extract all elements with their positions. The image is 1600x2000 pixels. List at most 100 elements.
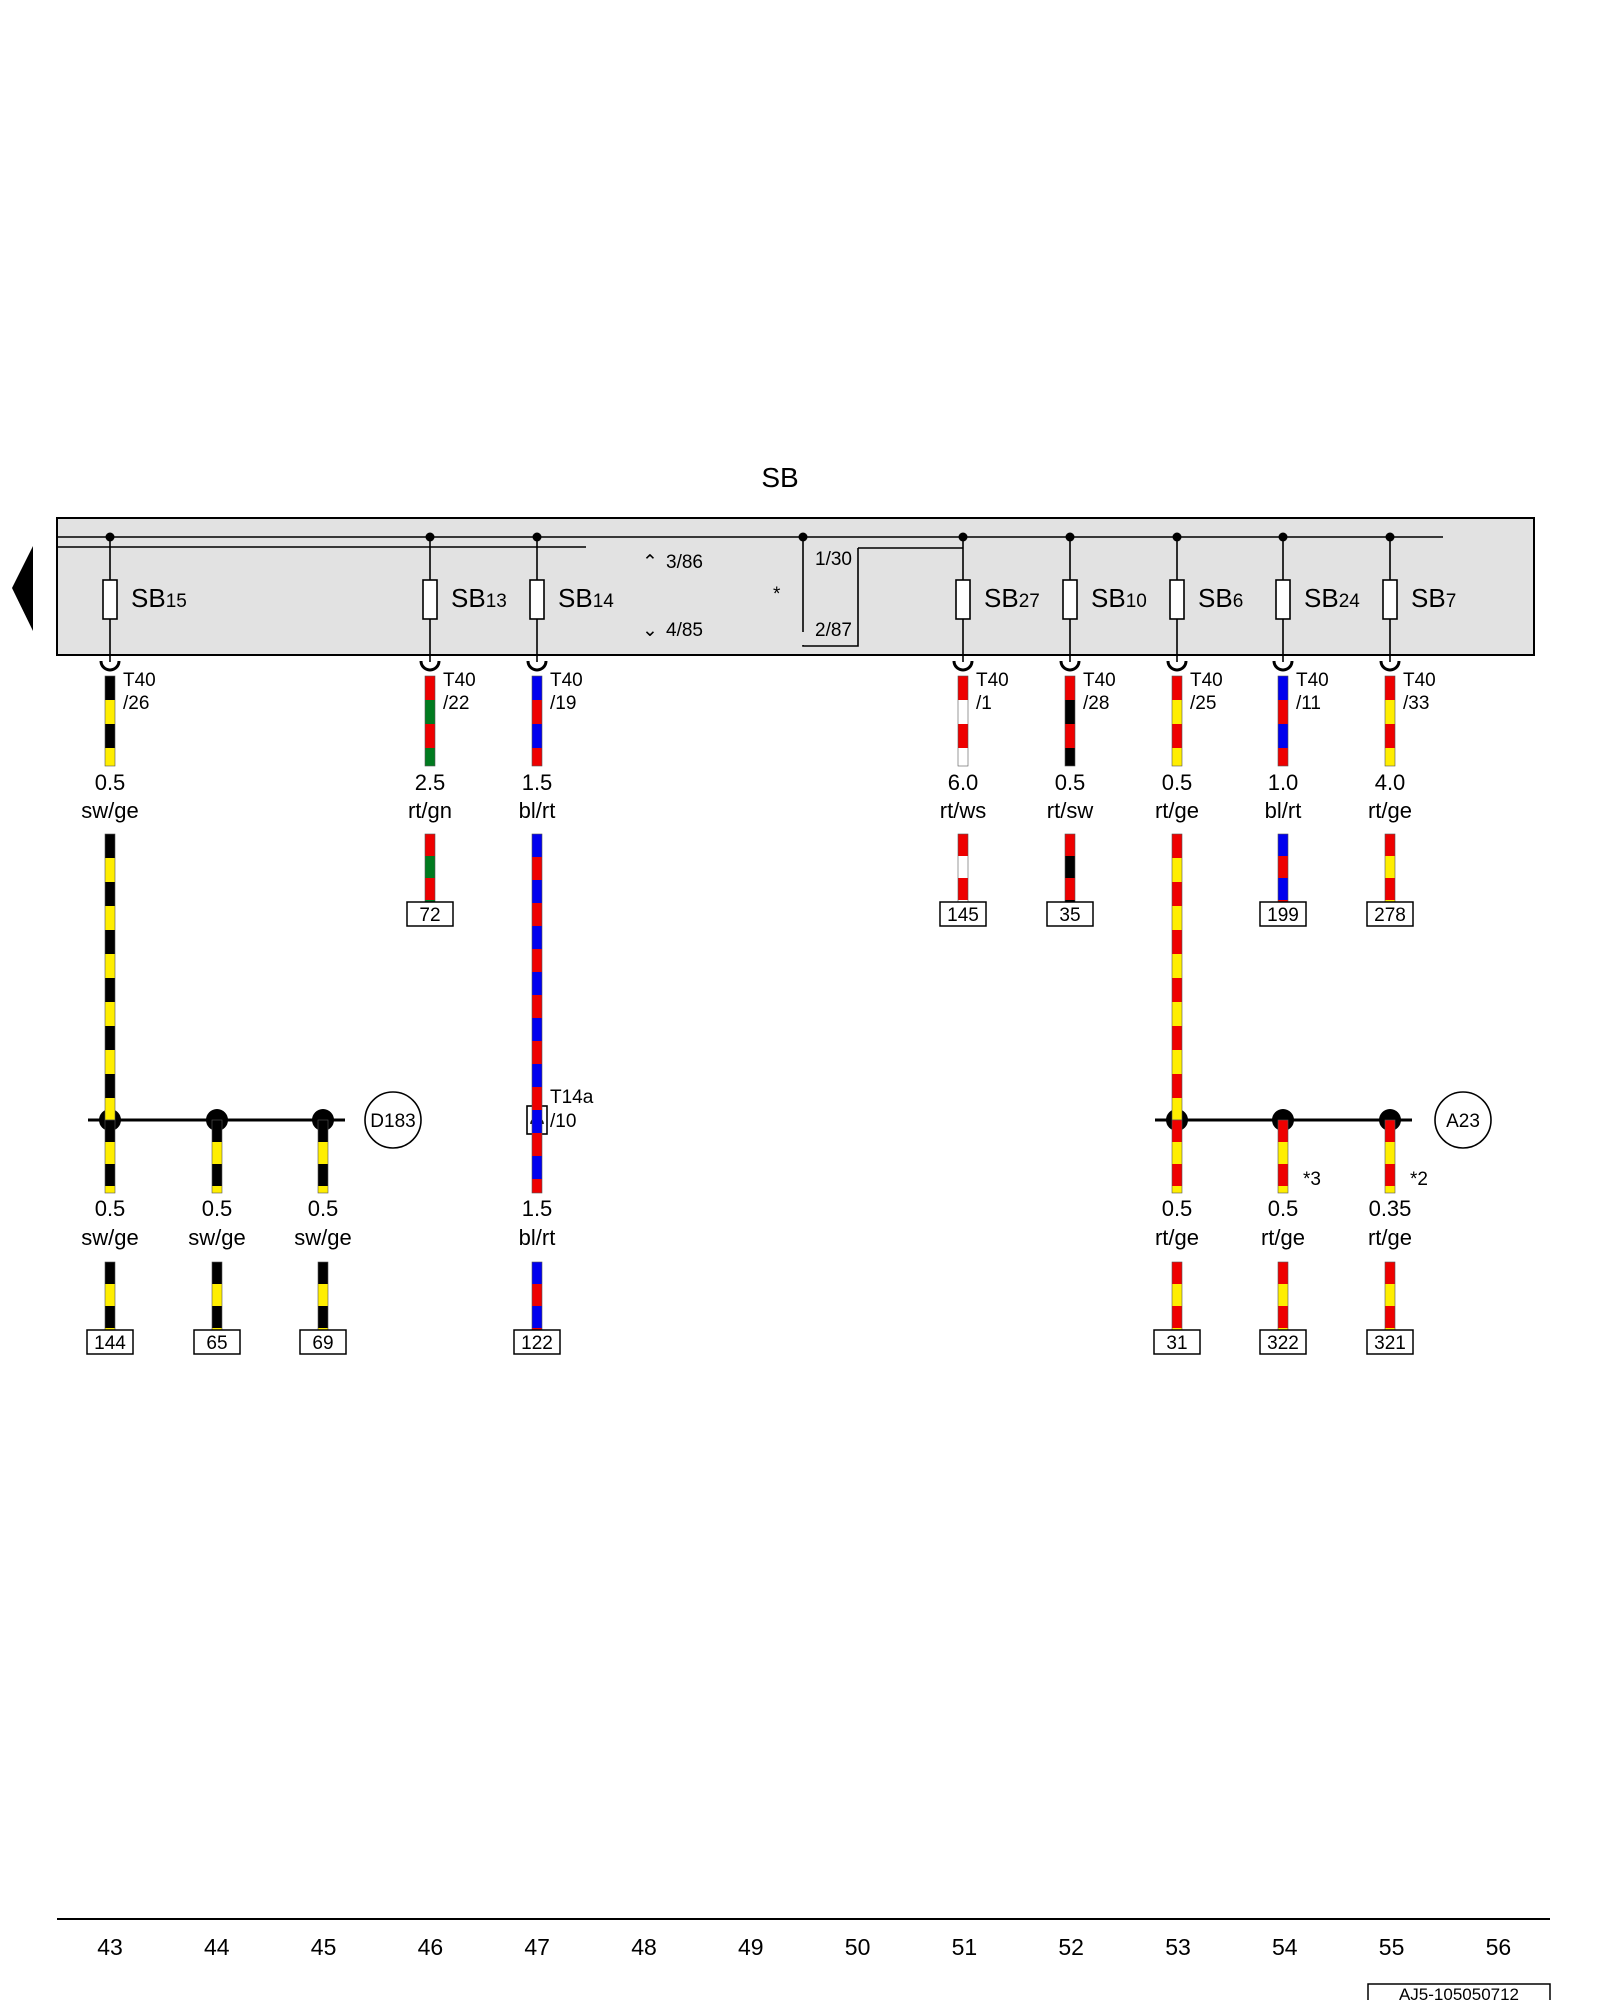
fuse-sb24-pin: /11 [1296,693,1321,714]
inline-connector-wire-segment [532,949,542,972]
splice-a23-feed-wire [1171,833,1183,1121]
inline-connector-wire-segment [532,995,542,1018]
fuse-sb6-prefix: SB [1198,583,1233,613]
fuse-sb27-number: 27 [1019,591,1040,612]
fuse-sb7-wire-upper-segment [1385,676,1395,700]
inline-connector-wire-segment [532,1064,542,1087]
splice-d183-feed-wire-segment [105,906,115,930]
fuse-sb14-junction [532,532,542,542]
splice-d183-branch-2-wire-segment [318,1120,328,1142]
splice-a23-label: A23 [1446,1111,1480,1132]
fuse-sb24-symbol [1275,579,1291,620]
splice-a23-branch-2-lower-wire [1384,1261,1396,1331]
fuse-sb13-symbol [422,579,438,620]
fuse-sb27-wire-lower-segment [958,856,968,878]
fuse-sb14-prefix: SB [558,583,593,613]
fuse-sb15-wire-upper [104,675,116,767]
fuse-sb24-wire-upper-segment [1278,676,1288,700]
fuse-sb6-symbol [1169,579,1185,620]
splice-a23-feed-wire-segment [1172,1050,1182,1074]
splice-a23-branch-0-lower-wire [1171,1261,1183,1331]
splice-d183-branch-0-ref-box [86,1329,134,1355]
fuse-sb24-connector-icon [1272,660,1294,672]
splice-a23-branch-0-lower-wire-segment [1172,1262,1182,1284]
fuse-sb27-size: 6.0 [948,770,979,795]
splice-d183-branch-2-ref-box [299,1329,347,1355]
fuse-sb10-wire-upper-segment [1065,748,1075,766]
fuse-sb13-wire-upper-segment [425,676,435,700]
splice-a23-branch-2-size: 0.35 [1369,1196,1412,1221]
fuse-sb7-label: SB7 [1411,583,1456,613]
splice-d183-branch-0-code: sw/ge [81,1225,138,1250]
splice-a23-branch-2-ref: 321 [1374,1333,1406,1354]
fuse-sb15-code: sw/ge [81,798,138,823]
fuse-sb7-wire-upper-segment [1385,700,1395,724]
fuse-sb24-wire-lower-segment [1278,834,1288,856]
splice-a23-branch-2-lower-wire-segment [1385,1262,1395,1284]
fuse-sb27-prefix: SB [984,583,1019,613]
splice-a23-feed-wire-segment [1172,930,1182,954]
fuse-sb10-wire-upper-outline [1064,675,1076,767]
label-layer: SB15T40/260.5sw/geSB13T40/222.5rt/gn72SB… [81,583,1480,1355]
fuse-sb10-prefix: SB [1091,583,1126,613]
splice-a23-branch-2-lower-wire-segment [1385,1328,1395,1330]
fuse-sb6-junction [1172,532,1182,542]
column-number: 55 [1379,1934,1405,1960]
splice-d183-feed-wire-segment [105,1050,115,1074]
fuse-sb13-code: rt/gn [408,798,452,823]
splice-a23-branch-0-lower-wire-segment [1172,1306,1182,1328]
splice-a23-branch-1-lower-wire [1277,1261,1289,1331]
splice-a23-feed-wire-segment [1172,1074,1182,1098]
splice-a23-branch-1-wire-segment [1278,1186,1288,1193]
fuse-sb27-wire-upper-segment [958,724,968,748]
splice-d183-branch-2-wire-outline [317,1119,329,1194]
splice-a23-branch-2-wire [1384,1119,1396,1194]
fuse-sb27-junction [958,532,968,542]
fuse-sb14-wire-upper-segment [532,724,542,748]
splice-d183-feed-wire-segment [105,954,115,978]
splice-d183-branch-1-ref: 65 [206,1333,227,1354]
splice-a23-branch-1-lower-wire-segment [1278,1284,1288,1306]
fuse-sb7-wire-upper [1384,675,1396,767]
splice-d183-branch-1-lower-wire [211,1261,223,1331]
fuse-sb13-connector-icon [419,660,441,672]
splice-d183-branch-2-lower-wire-segment [318,1328,328,1330]
fuse-sb15-number: 15 [166,591,187,612]
fuse-sb13-size: 2.5 [415,770,446,795]
page-continuation-arrow-icon [12,546,33,631]
fuse-sb7-wire-lower [1384,833,1396,903]
fuse-sb27-wire-upper-outline [957,675,969,767]
splice-d183-branch-1-size: 0.5 [202,1196,233,1221]
fuse-sb14-label: SB14 [558,583,614,613]
splice-d183-branch-2-lower-wire-segment [318,1306,328,1328]
splice-d183-branch-1-wire-segment [212,1120,222,1142]
splice-a23-branch-0-wire [1171,1119,1183,1194]
splice-a23-branch-1-wire-segment [1278,1142,1288,1164]
fuse-sb14-wire-upper [531,675,543,767]
inline-connector-lower-wire-segment [532,1328,542,1330]
inline-connector-size: 1.5 [522,1196,553,1221]
fuse-sb6-wire-upper-segment [1172,748,1182,766]
fuse-sb14-symbol [529,579,545,620]
splice-d183-branch-0-wire-segment [105,1186,115,1193]
splice-d183-branch-0-lower-wire [104,1261,116,1331]
fuse-sb7-wire-upper-outline [1384,675,1396,767]
column-number: 50 [845,1934,871,1960]
splice-d183-branch-1-lower-wire-segment [212,1284,222,1306]
relay-contact-4-85: 4/85 [666,620,703,641]
column-number: 45 [311,1934,337,1960]
relay-contact-3-86: 3/86 [666,552,703,573]
fuse-sb13-wire-upper-outline [424,675,436,767]
fuse-sb7-wire-lower-segment [1385,834,1395,856]
fuse-sb13-ref: 72 [419,905,440,926]
splice-a23-branch-0-lower-wire-segment [1172,1284,1182,1306]
splice-d183-branch-1-lower-wire-segment [212,1262,222,1284]
splice-a23-branch-2-code: rt/ge [1368,1225,1412,1250]
splice-d183-branch-0-wire-segment [105,1120,115,1142]
inline-connector-wire-segment [532,857,542,880]
splice-d183-feed-wire-segment [105,978,115,1002]
splice-a23-badge [1434,1091,1492,1149]
splice-a23-branch-0-size: 0.5 [1162,1196,1193,1221]
fuse-sb6-wire-upper-segment [1172,700,1182,724]
fuse-sb24-number: 24 [1339,591,1361,612]
